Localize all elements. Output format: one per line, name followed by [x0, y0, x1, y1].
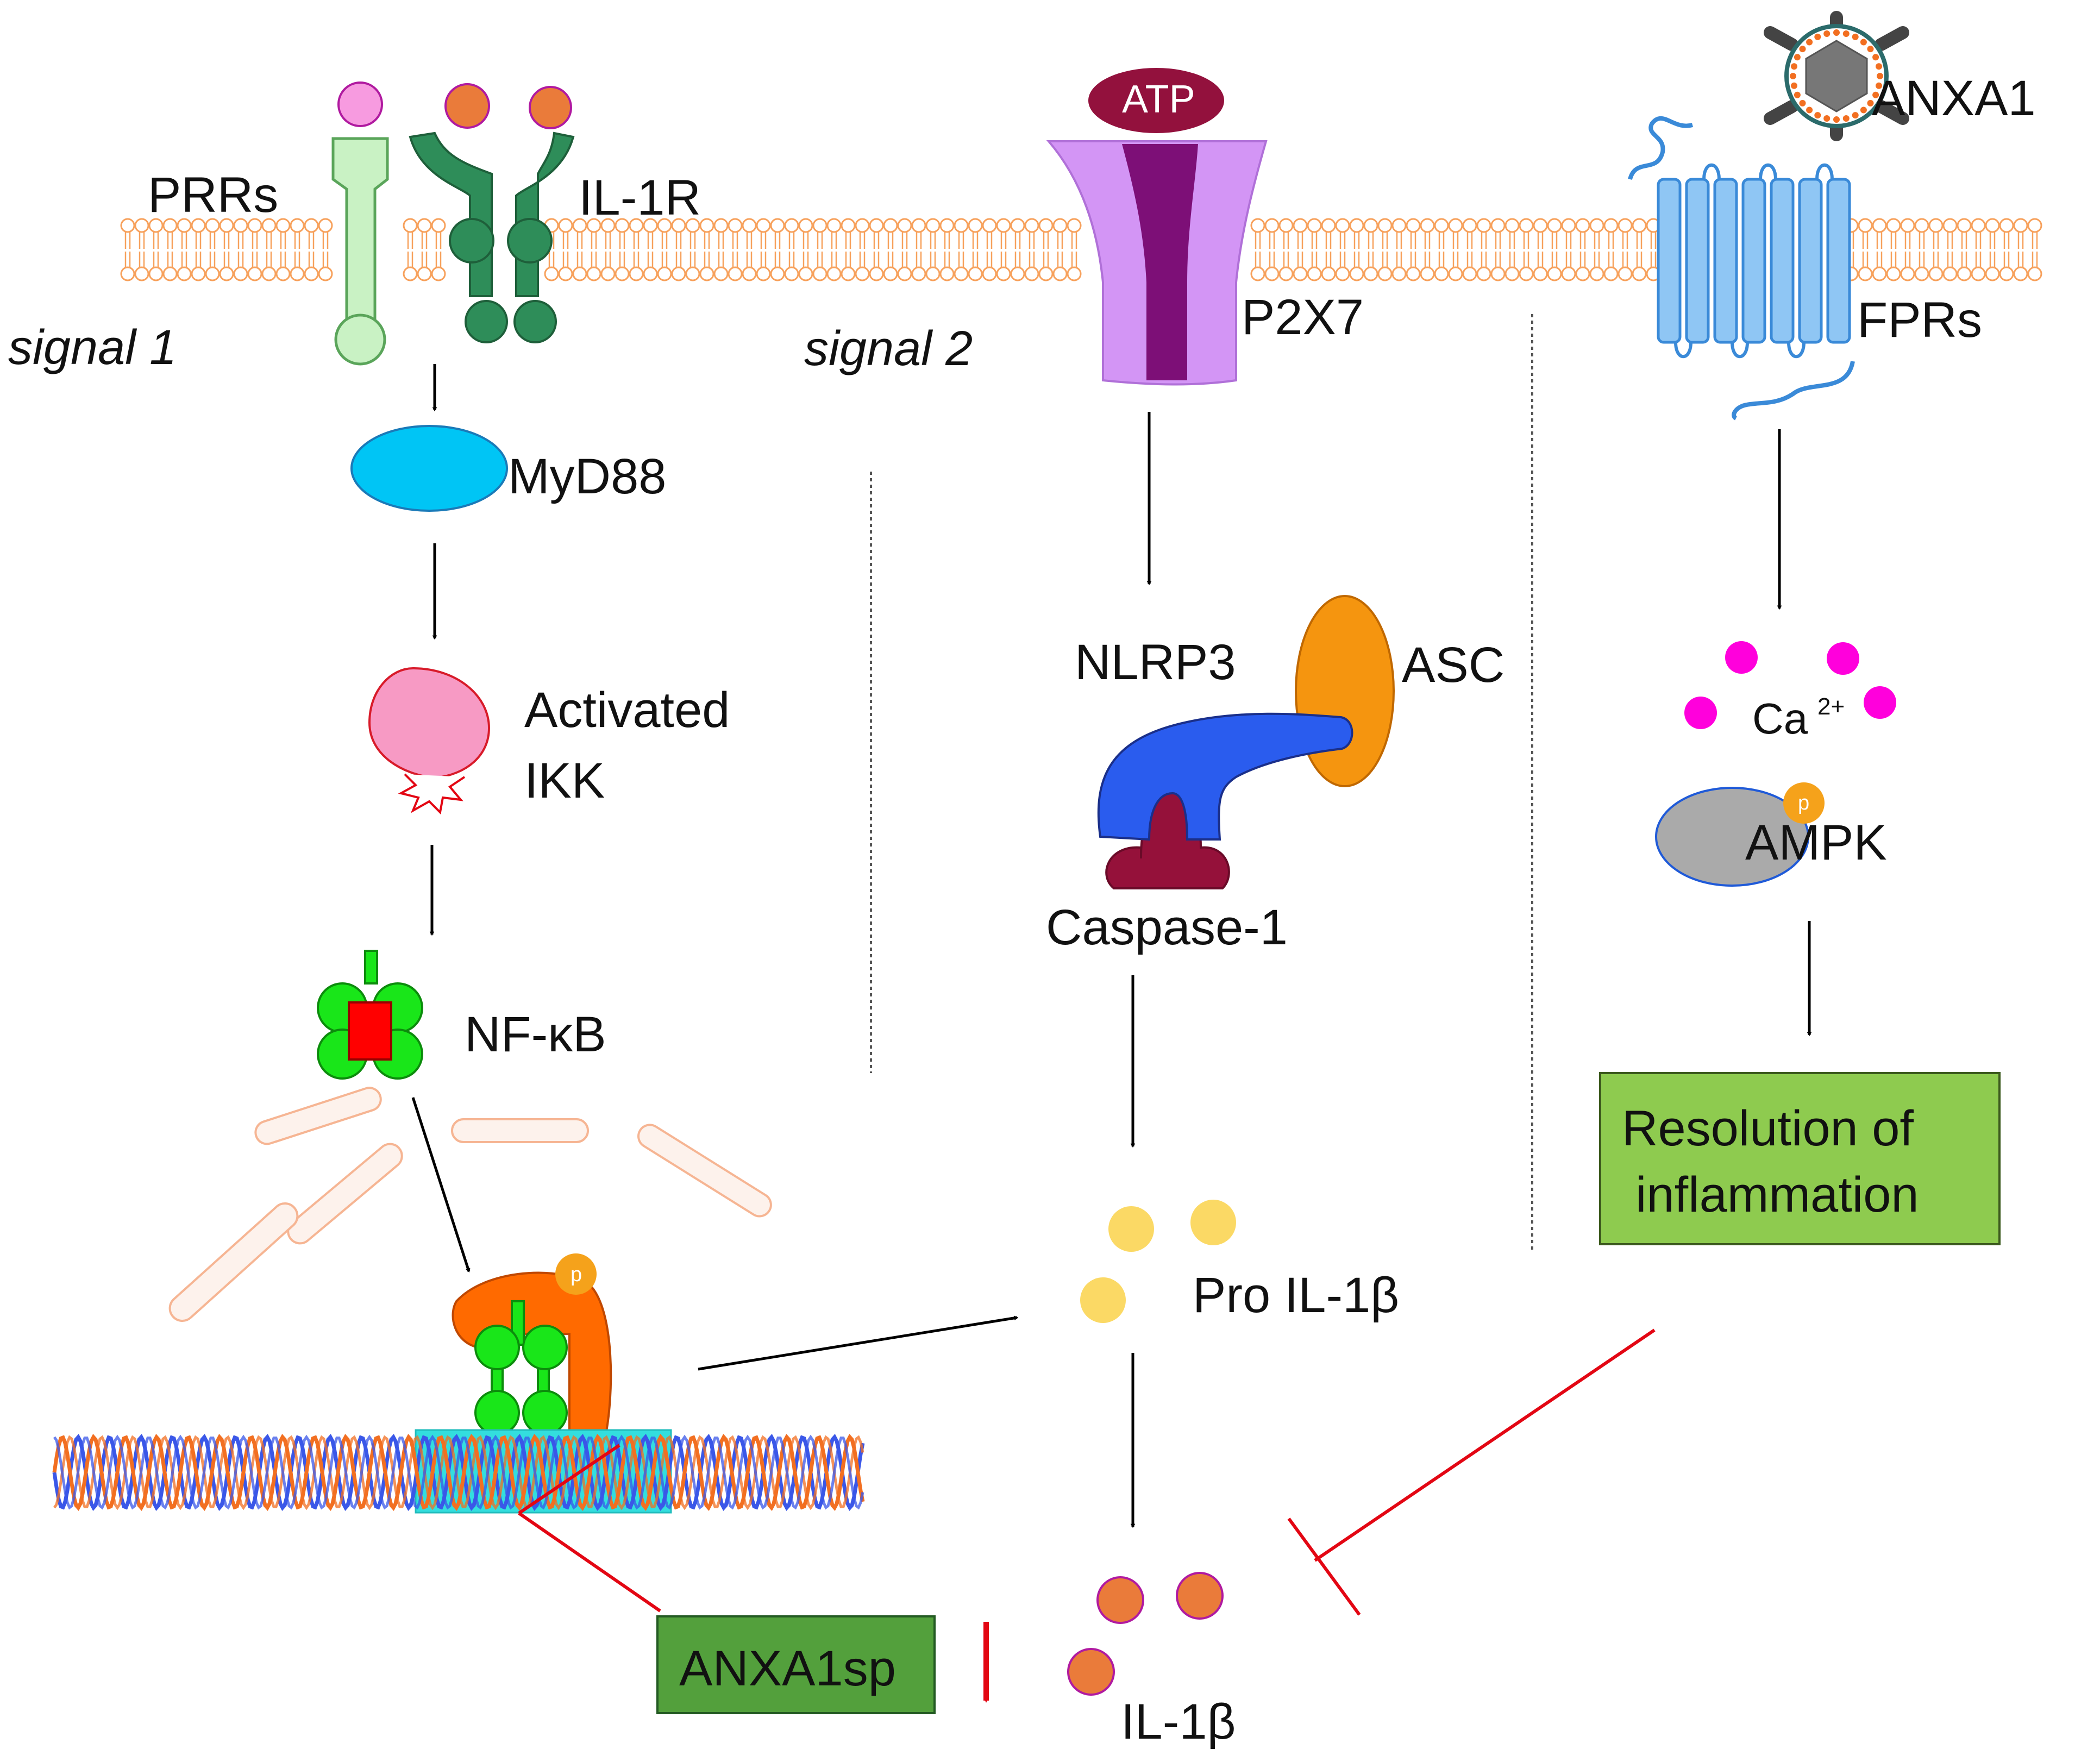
- activated-ikk-shape: [368, 667, 491, 815]
- fprs-receptor: [1628, 116, 1855, 421]
- il1r-receptor: [409, 131, 575, 343]
- atp-label: ATP: [1122, 78, 1195, 121]
- calcium-ions: [1684, 641, 1896, 729]
- cell-membrane: [120, 218, 2042, 281]
- nuclear-envelope: [168, 1087, 772, 1322]
- calcium-charge: 2+: [1817, 693, 1845, 720]
- prrs-label: PRRs: [148, 167, 278, 223]
- arrow-nfkb-to-nucleus: [411, 1097, 471, 1273]
- resolution-inhibition-line: [1314, 1328, 1656, 1562]
- dna-helix: [52, 1434, 865, 1511]
- anxa1sp-box: [656, 1615, 936, 1714]
- activated-label: Activated: [524, 682, 730, 738]
- signal-2-label: signal 2: [804, 322, 973, 376]
- phospho-ampk: [1783, 782, 1825, 824]
- pro-il1b-molecules: [1080, 1200, 1236, 1323]
- anxa1sp-inhibition-bar: [518, 1444, 620, 1515]
- p2x7-receptor: [1046, 140, 1268, 386]
- pro-il1b-label: Pro IL-1β: [1193, 1268, 1399, 1323]
- nfkb-label: NF-κB: [465, 1007, 606, 1062]
- il1r-label: IL-1R: [579, 170, 701, 225]
- resolution-line-1: Resolution of: [1622, 1101, 1914, 1156]
- anxa1-vesicle-dots: [1790, 29, 1883, 123]
- arrow-nucleus-to-pro-il1b: [698, 1315, 1019, 1371]
- phospho-nuclear-label: p: [571, 1263, 582, 1286]
- inflammasome-complex: [1097, 595, 1395, 889]
- il1r-ligand-orange-2: [529, 86, 572, 129]
- anxa1-vesicle: [1764, 11, 1909, 141]
- il1b-molecules: [1067, 1572, 1224, 1696]
- signal-1-label: signal 1: [8, 321, 177, 375]
- p2x7-label: P2X7: [1242, 290, 1364, 345]
- myd88-label: MyD88: [508, 449, 666, 504]
- il1r-ligand-orange-1: [444, 83, 490, 129]
- calcium-symbol: Ca: [1752, 694, 1808, 743]
- ampk-label: AMPK: [1745, 815, 1887, 870]
- resolution-box: [1599, 1072, 2001, 1245]
- asc-shape: [1295, 595, 1395, 787]
- ampk-shape: [1655, 787, 1809, 887]
- calcium-label: Ca: [1752, 694, 1808, 743]
- phospho-ampk-label: p: [1798, 792, 1809, 814]
- anxa1sp-label: ANXA1sp: [679, 1641, 896, 1696]
- asc-label: ASC: [1402, 637, 1505, 693]
- il1b-label: IL-1β: [1121, 1694, 1236, 1750]
- anxa1sp-inhibition-line: [518, 1512, 661, 1613]
- fprs-label: FPRs: [1857, 292, 1982, 348]
- nfkb-shape: [317, 950, 423, 1080]
- phospho-nuclear: [555, 1253, 597, 1295]
- ikk-label: IKK: [524, 753, 605, 808]
- prr-ligand-pink: [337, 81, 383, 127]
- anxa1-label: ANXA1: [1872, 71, 2036, 126]
- caspase1-label: Caspase-1: [1046, 900, 1288, 955]
- myd88-shape: [350, 425, 508, 512]
- prr-receptor: [331, 137, 389, 366]
- resolution-line-2: inflammation: [1635, 1167, 1919, 1222]
- nlrp3-label: NLRP3: [1075, 635, 1236, 690]
- transcription-complex: p: [452, 1253, 612, 1435]
- atp-shape: [1088, 68, 1224, 133]
- resolution-inhibition-bar: [1287, 1518, 1361, 1616]
- nlrp3-shape: [1097, 712, 1353, 841]
